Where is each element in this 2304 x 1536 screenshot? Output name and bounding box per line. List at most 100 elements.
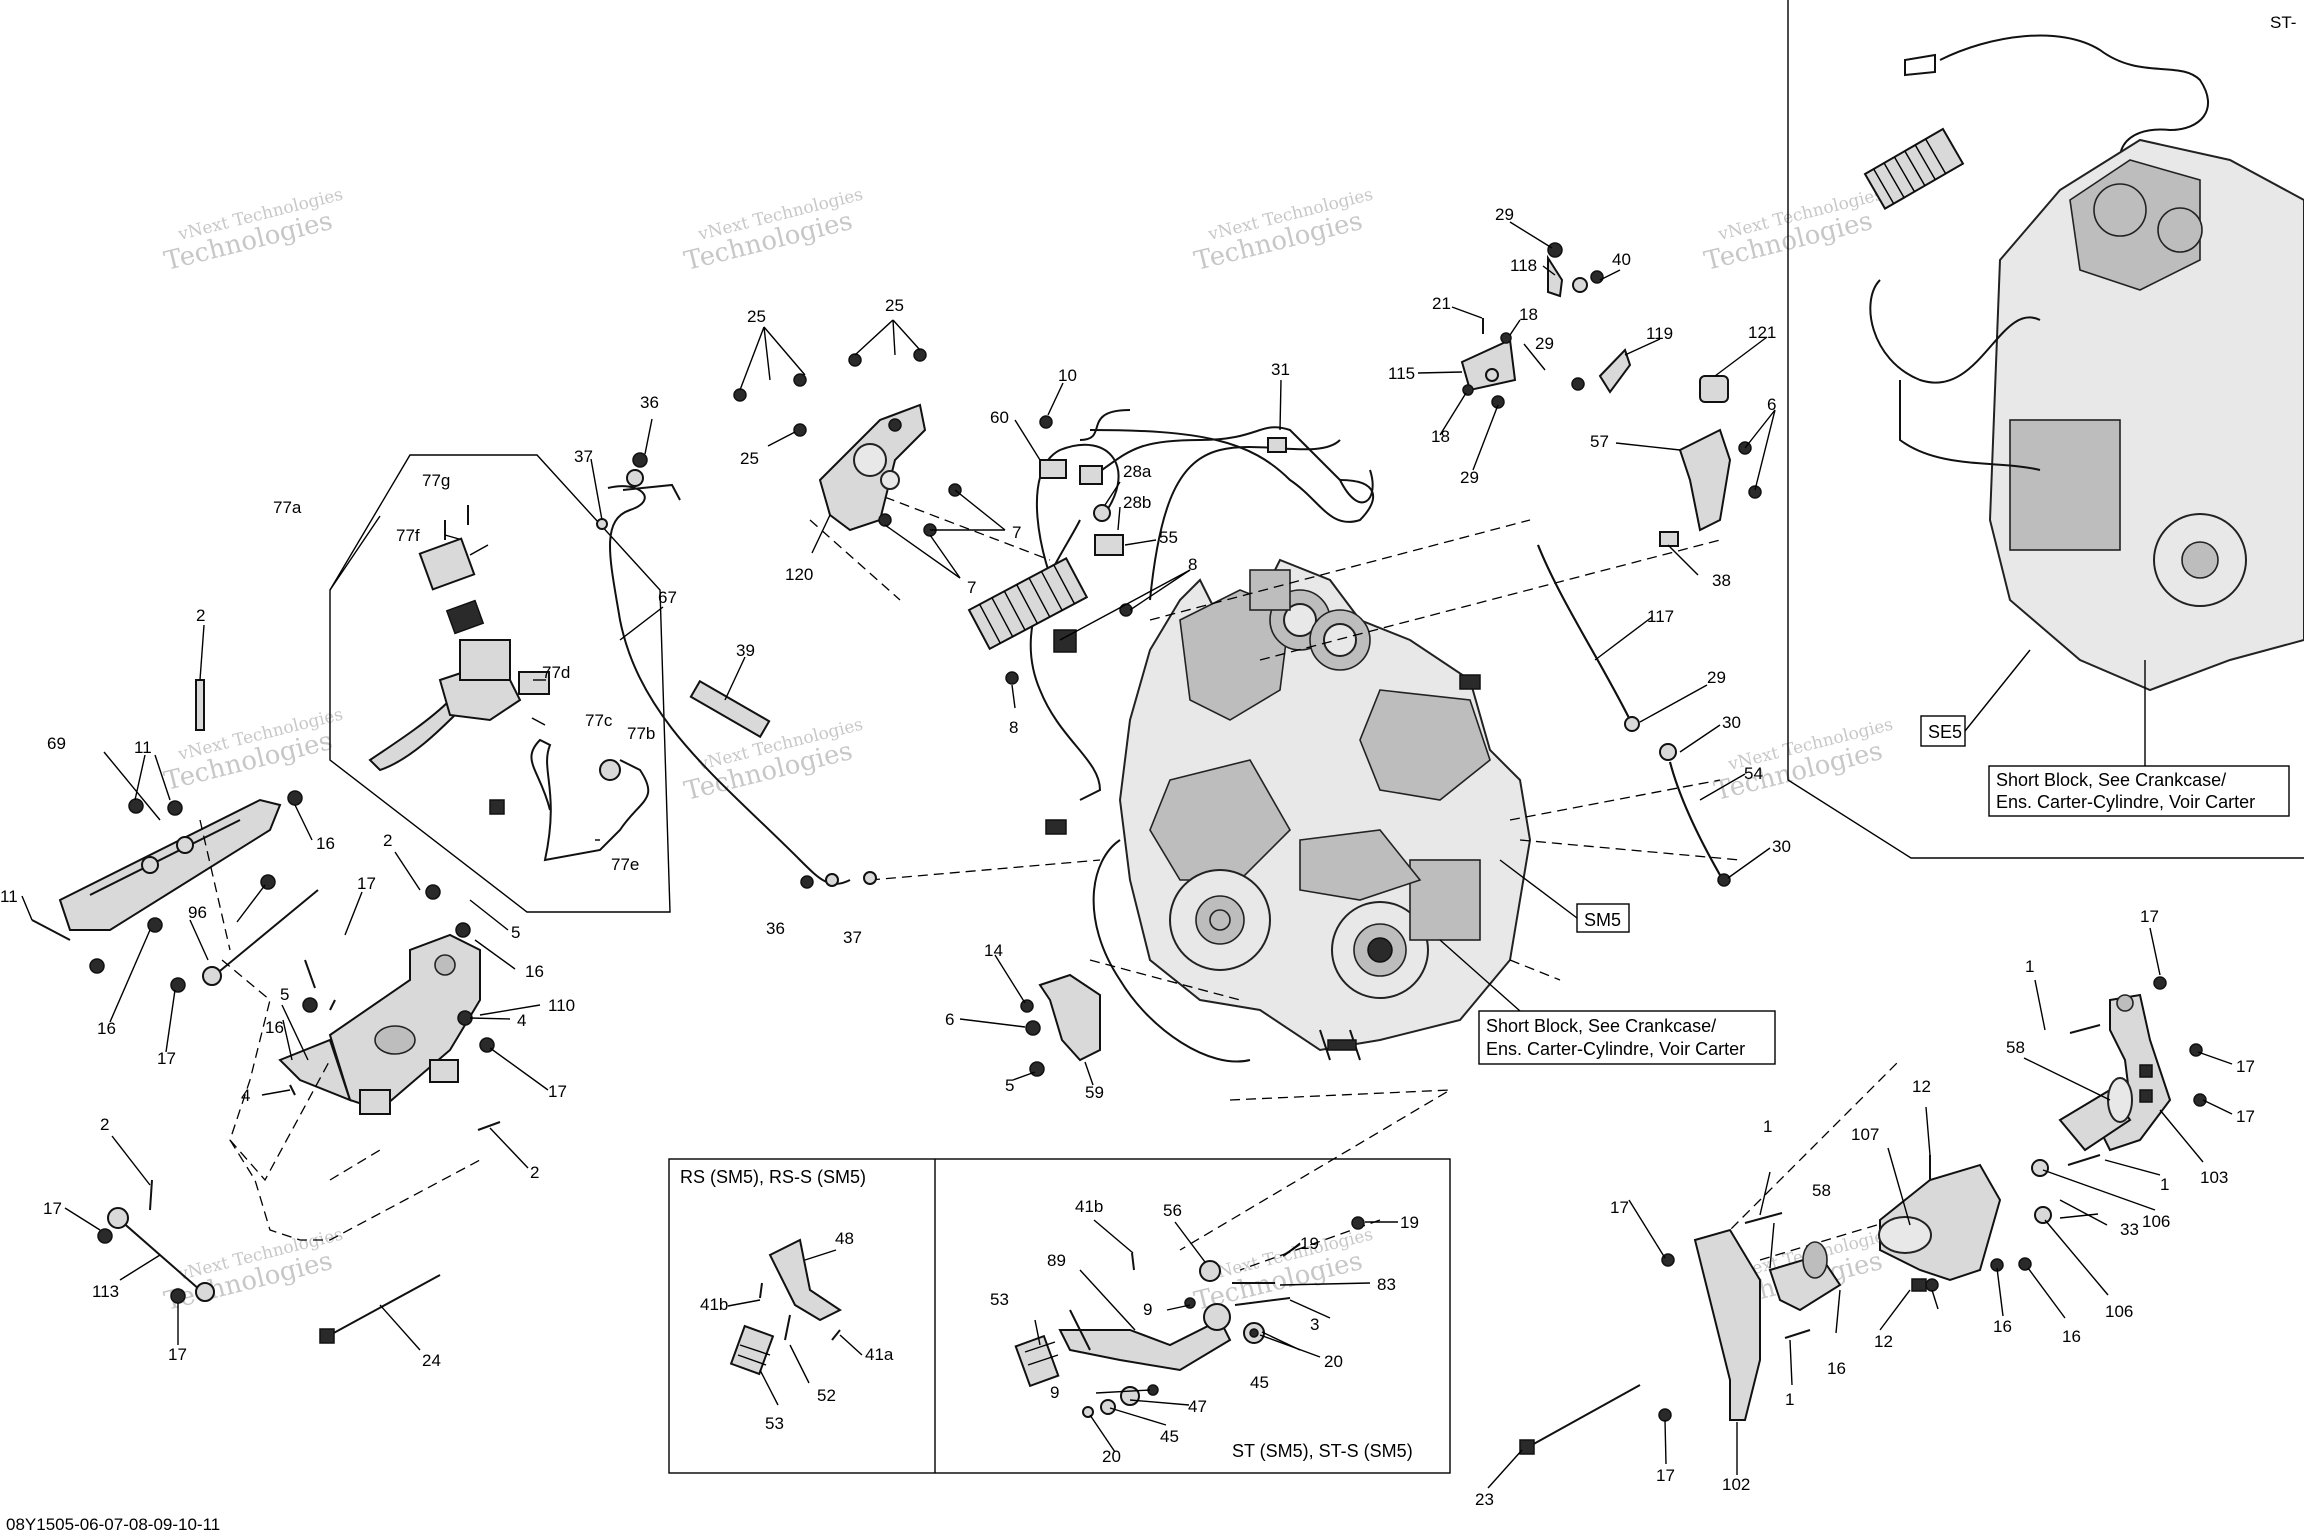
callout-58: 58 bbox=[1812, 1181, 1831, 1200]
callout-36: 36 bbox=[766, 919, 785, 938]
callout-17: 17 bbox=[43, 1199, 62, 1218]
callout-16: 16 bbox=[525, 962, 544, 981]
callout-12: 12 bbox=[1874, 1332, 1893, 1351]
bottom-right-parts bbox=[1519, 976, 2207, 1455]
callout-59: 59 bbox=[1085, 1083, 1104, 1102]
callout-110: 110 bbox=[548, 996, 575, 1015]
callout-1: 1 bbox=[1785, 1390, 1794, 1409]
callout-30: 30 bbox=[1772, 837, 1791, 856]
callout-20: 20 bbox=[1102, 1447, 1121, 1466]
callouts: 77a 77g 77f 77d 77c 77b 77e 36 37 67 39 … bbox=[0, 205, 2255, 1509]
callout-58: 58 bbox=[2006, 1038, 2025, 1057]
inset-left-title: RS (SM5), RS-S (SM5) bbox=[680, 1167, 866, 1187]
callout-5: 5 bbox=[280, 985, 289, 1004]
short-block-note-line2: Ens. Carter-Cylindre, Voir Carter bbox=[1996, 792, 2255, 812]
callout-31: 31 bbox=[1271, 360, 1290, 379]
callout-41b: 41b bbox=[700, 1295, 728, 1314]
callout-17: 17 bbox=[548, 1082, 567, 1101]
callout-103: 103 bbox=[2200, 1168, 2228, 1187]
callout-1: 1 bbox=[2025, 957, 2034, 976]
callout-53: 53 bbox=[990, 1290, 1009, 1309]
callout-21: 21 bbox=[1432, 294, 1451, 313]
callout-118: 118 bbox=[1510, 256, 1537, 275]
callout-9: 9 bbox=[1050, 1383, 1059, 1402]
upper-center-parts bbox=[733, 348, 1374, 685]
callout-120: 120 bbox=[785, 565, 813, 584]
callout-77b: 77b bbox=[627, 724, 655, 743]
callout-23: 23 bbox=[1475, 1490, 1494, 1509]
callout-16: 16 bbox=[265, 1018, 284, 1037]
short-block-note-line2: Ens. Carter-Cylindre, Voir Carter bbox=[1486, 1039, 1745, 1059]
callout-2: 2 bbox=[530, 1163, 539, 1182]
callout-17: 17 bbox=[2236, 1057, 2255, 1076]
callout-8: 8 bbox=[1188, 555, 1197, 574]
callout-55: 55 bbox=[1159, 528, 1178, 547]
callout-83: 83 bbox=[1377, 1275, 1396, 1294]
callout-67: 67 bbox=[658, 588, 677, 607]
callout-20: 20 bbox=[1324, 1352, 1343, 1371]
callout-29: 29 bbox=[1707, 668, 1726, 687]
callout-56: 56 bbox=[1163, 1201, 1182, 1220]
callout-16: 16 bbox=[1993, 1317, 2012, 1336]
upper-right-parts bbox=[1460, 242, 1762, 887]
sm5-label: SM5 bbox=[1584, 910, 1621, 930]
callout-30: 30 bbox=[1722, 713, 1741, 732]
callout-28b: 28b bbox=[1123, 493, 1151, 512]
callout-2: 2 bbox=[196, 606, 205, 625]
callout-28a: 28a bbox=[1123, 462, 1152, 481]
top-right-inset: ST- SE5 Short Block, See Crankcase/ Ens bbox=[1787, 0, 2304, 859]
callout-17: 17 bbox=[2236, 1107, 2255, 1126]
callout-14: 14 bbox=[984, 941, 1003, 960]
callout-25: 25 bbox=[885, 296, 904, 315]
callout-7: 7 bbox=[967, 578, 976, 597]
callout-1: 1 bbox=[2160, 1175, 2169, 1194]
callout-77f: 77f bbox=[396, 526, 420, 545]
callout-5: 5 bbox=[1005, 1076, 1014, 1095]
callout-17: 17 bbox=[1656, 1466, 1675, 1485]
callout-7: 7 bbox=[1012, 523, 1021, 542]
callout-45: 45 bbox=[1160, 1427, 1179, 1446]
callout-107: 107 bbox=[1851, 1125, 1879, 1144]
callout-121: 121 bbox=[1748, 323, 1776, 342]
callout-9: 9 bbox=[1143, 1300, 1152, 1319]
inset-right-title: ST (SM5), ST-S (SM5) bbox=[1232, 1441, 1413, 1461]
callout-77e: 77e bbox=[611, 855, 639, 874]
callout-16: 16 bbox=[316, 834, 335, 853]
callout-17: 17 bbox=[157, 1049, 176, 1068]
callout-77d: 77d bbox=[542, 663, 570, 682]
callout-25: 25 bbox=[747, 307, 766, 326]
callout-37: 37 bbox=[843, 928, 862, 947]
callout-25: 25 bbox=[740, 449, 759, 468]
callout-40: 40 bbox=[1612, 250, 1631, 269]
callout-12: 12 bbox=[1912, 1077, 1931, 1096]
callout-60: 60 bbox=[990, 408, 1009, 427]
corner-tag: ST- bbox=[2270, 13, 2296, 32]
callout-38: 38 bbox=[1712, 571, 1731, 590]
callout-4: 4 bbox=[241, 1086, 250, 1105]
callout-24: 24 bbox=[422, 1351, 441, 1370]
leader-lines bbox=[21, 221, 2233, 1489]
callout-77a: 77a bbox=[273, 498, 302, 517]
callout-113: 113 bbox=[92, 1282, 119, 1301]
callout-16: 16 bbox=[2062, 1327, 2081, 1346]
callout-41b: 41b bbox=[1075, 1197, 1103, 1216]
callout-17: 17 bbox=[2140, 907, 2159, 926]
callout-6: 6 bbox=[1767, 395, 1776, 414]
callout-18: 18 bbox=[1431, 427, 1450, 446]
callout-11: 11 bbox=[0, 887, 18, 906]
main-engine: SM5 Short Block, See Crankcase/ Ens. Car… bbox=[1029, 409, 1776, 1065]
callout-19: 19 bbox=[1300, 1234, 1319, 1253]
callout-53: 53 bbox=[765, 1414, 784, 1433]
callout-19: 19 bbox=[1400, 1213, 1419, 1232]
diagram-id: 08Y1505-06-07-08-09-10-11 bbox=[6, 1515, 220, 1534]
callout-18: 18 bbox=[1519, 305, 1538, 324]
callout-57: 57 bbox=[1590, 432, 1609, 451]
callout-11: 11 bbox=[134, 738, 152, 757]
callout-29: 29 bbox=[1460, 468, 1479, 487]
callout-48: 48 bbox=[835, 1229, 854, 1248]
callout-4: 4 bbox=[517, 1011, 526, 1030]
callout-54: 54 bbox=[1744, 764, 1763, 783]
callout-41a: 41a bbox=[865, 1345, 894, 1364]
callout-17: 17 bbox=[1610, 1198, 1629, 1217]
callout-36: 36 bbox=[640, 393, 659, 412]
